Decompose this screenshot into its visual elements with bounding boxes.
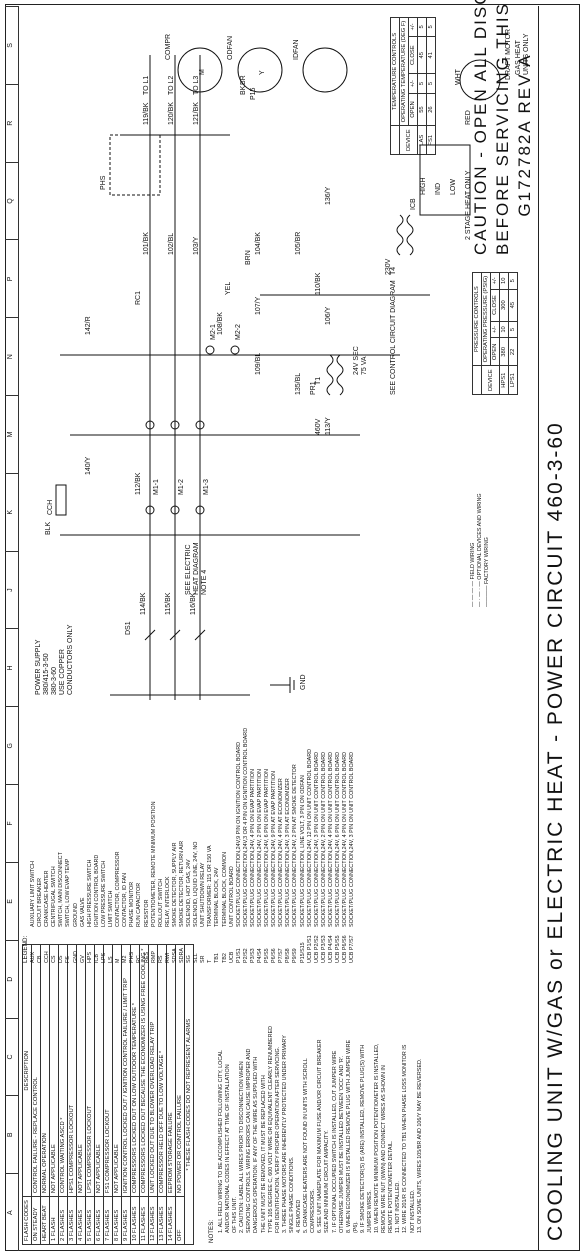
diagram-label: 103/Y [193,236,200,255]
diagram-label: M2-1 [210,324,217,340]
diagram-label: HIGH [420,178,427,196]
diagram-label: 121/BK [193,102,200,125]
diagram-label: 102/BL [168,233,175,255]
diagram-label: SEE CONTROL CIRCUIT DIAGRAM [390,280,397,395]
diagram-label: M2-2 [235,324,242,340]
diagram-label: WHT [455,68,462,85]
diagram-label: HEAT DIAGRAM [193,542,200,595]
diagram-label: T4 [390,267,397,275]
diagram-label: BR [240,75,247,85]
diagram-label: M1-2 [178,479,185,495]
diagram-label: PHS [100,175,107,190]
diagram-label: SEE ELECTRIC [185,544,192,595]
diagram-label: 109/BL [255,353,262,375]
diagram-label: 119/BK [143,102,150,125]
diagram-label: 106/Y [325,306,332,325]
diagram-label: BRN [245,250,252,265]
diagram-label: IDFAN [293,39,300,60]
diagram-label: M [199,69,206,75]
diagram-label: TO L2 [168,76,175,95]
diagram-label: 24V SEC [353,346,360,375]
diagram-label: 116/BK [190,592,197,615]
diagram-label: 136/Y [325,186,332,205]
diagram-label: UNITS ONLY [523,33,530,75]
diagram-label: ODFAN [227,36,234,60]
diagram-label: LOW [450,179,457,195]
diagram-label: 142/R [85,316,92,335]
diagram-label: CONDUCTORS ONLY [67,624,74,695]
diagram-label: YEL [225,282,232,295]
diagram-label: TO L3 [193,76,200,95]
diagram-label: GAS HEAT [515,39,522,75]
diagram-label: 108/BK [217,312,224,335]
diagram-label: 107/Y [255,296,262,315]
diagram-label: P15 [250,87,257,100]
diagram-label: 380/415-3-50 [43,653,50,695]
diagram-label: 380-3-60 [51,667,58,695]
diagram-label: BLK [45,521,52,535]
diagram-label: DRAFT MOTOR [505,29,512,80]
diagram-label: M1-3 [203,479,210,495]
diagram-label: 113/Y [325,417,332,435]
diagram-label: 2 STAGE HEAT ONLY [465,170,472,240]
diagram-label: T1 [315,377,322,385]
diagram-label: 135/BL [295,373,302,395]
diagram-label: M1-1 [153,479,160,495]
diagram-label: POWER SUPPLY [35,639,42,695]
diagram-label: 112/BK [135,472,142,495]
diagram-label: TO L1 [143,76,150,95]
diagram-label: 115/BK [165,592,172,615]
diagram-label: 140/Y [85,456,92,475]
diagram-label: 104/BK [255,232,262,255]
diagram-label: ICB [410,198,417,210]
diagram-label: CCH [47,500,54,515]
diagram-label: 120/BK [168,102,175,125]
diagram-label: RC1 [135,291,142,305]
diagram-label: 105/BR [295,232,302,255]
diagram-label: 460V [315,418,322,435]
diagram-label: 230V [385,258,392,275]
diagram-label: PR1 [310,381,317,395]
diagram-label: IND [435,183,442,195]
diagram-label: GND [300,674,307,690]
diagram-label: USE COPPER [59,649,66,695]
diagram-label: Y [259,70,266,75]
diagram-label: BK [240,85,247,95]
diagram-label: RED [465,110,472,125]
diagram-label: COMPR [165,34,172,60]
diagram-label: 110/BK [315,272,322,295]
diagram-label: NOTE 4 [201,570,208,595]
diagram-label: 114/BK [140,592,147,615]
diagram-label: 75 VA [361,356,368,375]
diagram-label: DS1 [125,621,132,635]
diagram-label: 101/BK [143,232,150,255]
